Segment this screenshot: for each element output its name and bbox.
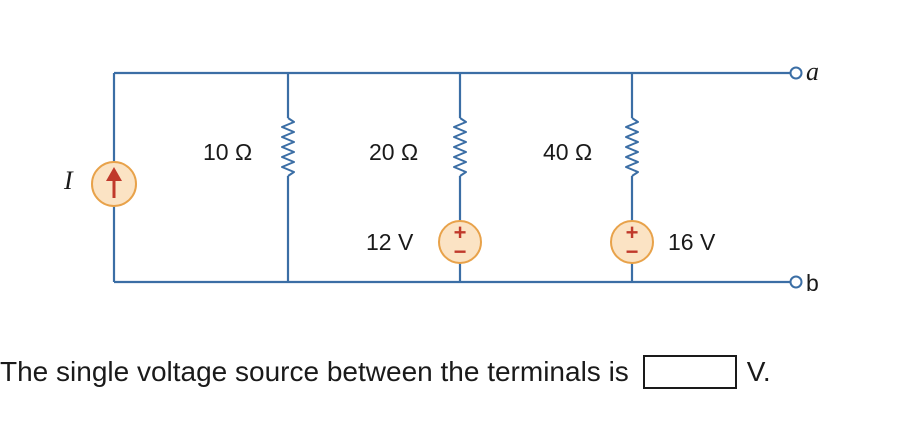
plus-sign: +	[626, 220, 639, 245]
terminal-a	[789, 66, 803, 80]
source-label-16v: 16 V	[668, 229, 716, 255]
question-line: The single voltage source between the te…	[0, 350, 771, 394]
voltage-source-12v: + −	[438, 220, 482, 264]
terminal-label-a: a	[806, 57, 819, 86]
arrow-up-icon	[106, 167, 122, 181]
terminal-b	[789, 275, 803, 289]
minus-sign: −	[626, 239, 639, 264]
current-source-label: I	[63, 166, 74, 195]
question-text: The single voltage source between the te…	[0, 356, 629, 387]
resistor-20-ohm	[453, 117, 467, 177]
wires	[112, 71, 790, 284]
resistor-10-ohm	[281, 117, 295, 177]
current-source	[91, 161, 137, 207]
circuit-diagram: + − + − I 10 Ω 20 Ω 40 Ω 12 V 16 V a b	[63, 57, 819, 296]
terminal-label-b: b	[806, 270, 819, 296]
resistor-40-ohm	[625, 117, 639, 177]
resistor-label-10: 10 Ω	[203, 139, 252, 165]
resistor-label-20: 20 Ω	[369, 139, 418, 165]
voltage-source-16v: + −	[610, 220, 654, 264]
plus-sign: +	[454, 220, 467, 245]
resistor-label-40: 40 Ω	[543, 139, 592, 165]
source-label-12v: 12 V	[366, 229, 414, 255]
minus-sign: −	[454, 239, 467, 264]
unit-label: V.	[746, 356, 771, 387]
answer-input[interactable]	[642, 355, 737, 389]
